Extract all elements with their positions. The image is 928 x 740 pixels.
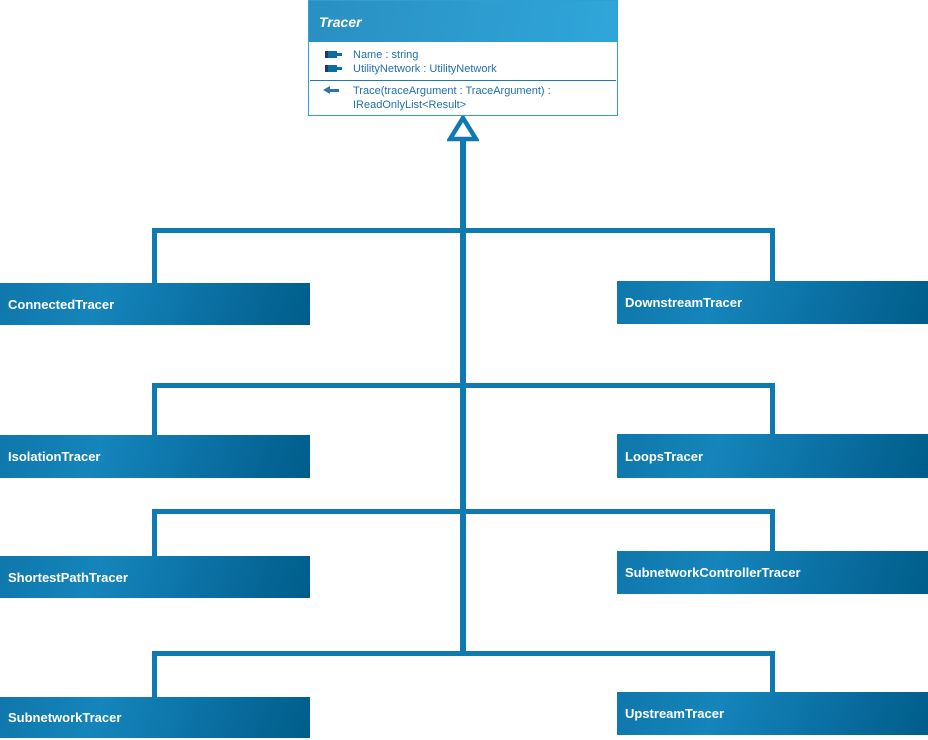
member-separator [310,80,616,81]
class-shortest-path-tracer[interactable]: ShortestPathTracer [0,556,310,598]
class-connected-tracer[interactable]: ConnectedTracer [0,283,310,325]
connector-row3-horizontal [152,509,775,514]
connector-row4-horizontal [152,651,775,656]
inheritance-trunk-line [460,137,466,656]
property-icon [325,65,342,72]
class-tracer-title: Tracer [319,13,362,30]
class-subnetwork-controller-tracer[interactable]: SubnetworkControllerTracer [617,551,928,594]
connector-row2-left-stub [152,383,157,435]
class-label: UpstreamTracer [625,706,724,721]
class-label: SubnetworkControllerTracer [625,565,801,580]
class-subnetwork-tracer[interactable]: SubnetworkTracer [0,697,310,738]
connector-row3-left-stub [152,509,157,556]
connector-row3-right-stub [770,509,775,551]
class-label: ConnectedTracer [8,296,115,312]
connector-row2-right-stub [770,383,775,434]
method-arrow-icon [323,86,339,95]
property-icon [325,51,342,58]
class-upstream-tracer[interactable]: UpstreamTracer [617,692,928,735]
class-downstream-tracer[interactable]: DownstreamTracer [617,281,928,324]
class-label: IsolationTracer [8,449,101,464]
connector-row1-horizontal [152,228,775,233]
method-row: Trace(traceArgument : TraceArgument) : I… [309,84,617,112]
attribute-row: UtilityNetwork : UtilityNetwork [309,62,617,76]
attributes-section: Name : string UtilityNetwork : UtilityNe… [309,42,617,76]
attribute-text: Name : string [353,49,419,61]
connector-row4-right-stub [770,651,775,692]
class-isolation-tracer[interactable]: IsolationTracer [0,435,310,478]
attribute-row: Name : string [309,48,617,62]
attribute-text: UtilityNetwork : UtilityNetwork [353,63,497,75]
connector-row1-right-stub [770,228,775,281]
class-label: SubnetworkTracer [8,710,122,725]
connector-row4-left-stub [152,651,157,697]
method-text: Trace(traceArgument : TraceArgument) : I… [353,85,551,111]
class-label: LoopsTracer [625,448,704,464]
connector-row2-horizontal [152,383,775,388]
class-loops-tracer[interactable]: LoopsTracer [617,434,928,478]
class-label: ShortestPathTracer [8,569,128,585]
class-tracer-header: Tracer [309,1,617,42]
class-tracer[interactable]: Tracer Name : string UtilityNetwork : Ut… [308,0,618,116]
class-label: DownstreamTracer [625,295,743,310]
inheritance-arrow-icon [447,115,479,142]
connector-row1-left-stub [152,228,157,283]
